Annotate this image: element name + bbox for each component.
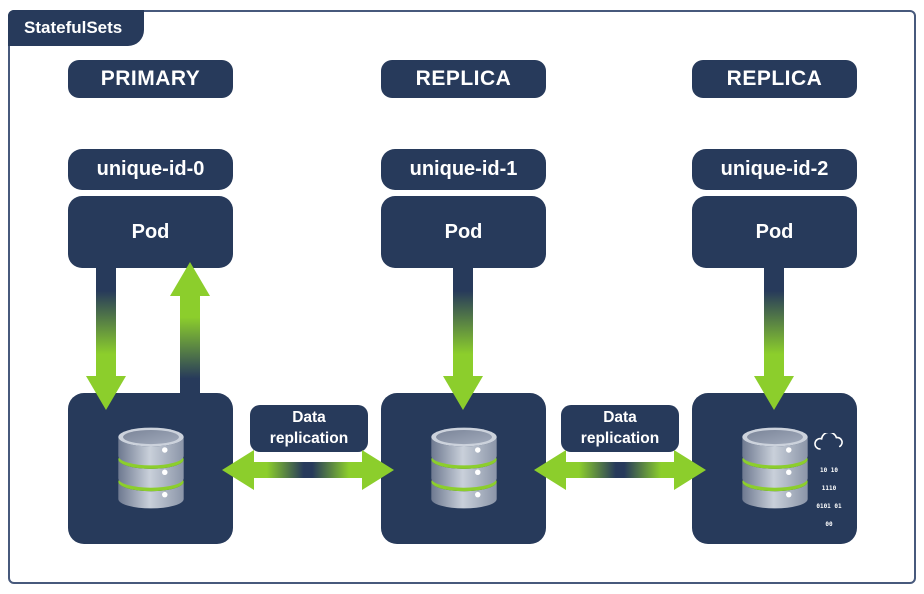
arrow-head-down [86, 376, 126, 410]
arrow-head-up [170, 262, 210, 296]
replication-arrow-2-icon [534, 450, 706, 490]
pod-label: Pod [755, 220, 794, 243]
role-label: REPLICA [415, 67, 512, 90]
database-icon [421, 425, 507, 516]
binary-row: 0101 01 [816, 503, 842, 510]
arrow-head-left [534, 450, 566, 490]
role-badge-primary: PRIMARY [68, 60, 233, 98]
pod-label: Pod [131, 220, 170, 243]
database-box-0 [68, 393, 233, 544]
data-replication-label-2: Data replication [561, 405, 679, 452]
cloud-binary-icon: 10 10 1110 0101 01 00 [808, 431, 850, 540]
arrow-head-right [362, 450, 394, 490]
arrow-bar [566, 462, 674, 478]
database-icon [732, 425, 818, 516]
arrow-shaft [453, 267, 473, 376]
unique-id-label: unique-id-1 [409, 158, 518, 180]
binary-row: 00 [825, 521, 833, 528]
diagram-title: StatefulSets [24, 18, 123, 37]
unique-id-pill-2: unique-id-2 [692, 149, 857, 190]
pod-box-1: Pod [381, 196, 546, 268]
arrow-shaft [764, 267, 784, 376]
unique-id-pill-1: unique-id-1 [381, 149, 546, 190]
arrow-head-left [222, 450, 254, 490]
binary-row: 10 10 [819, 467, 839, 474]
unique-id-label: unique-id-2 [720, 158, 829, 180]
primary-write-arrow-down-icon [86, 267, 126, 410]
pod-box-0: Pod [68, 196, 233, 268]
replication-arrow-1-icon [222, 450, 394, 490]
database-box-1 [381, 393, 546, 544]
database-box-2: 10 10 1110 0101 01 00 [692, 393, 857, 544]
primary-read-arrow-up-icon [170, 262, 210, 402]
replica-1-sync-arrow-down-icon [443, 267, 483, 410]
arrow-head-right [674, 450, 706, 490]
arrow-shaft [96, 267, 116, 376]
binary-row: 1110 [821, 485, 837, 492]
replica-2-sync-arrow-down-icon [754, 267, 794, 410]
role-badge-replica-1: REPLICA [381, 60, 546, 98]
arrow-head-down [754, 376, 794, 410]
arrow-head-down [443, 376, 483, 410]
pod-label: Pod [444, 220, 483, 243]
replication-text: Data replication [269, 409, 349, 447]
arrow-bar [254, 462, 362, 478]
role-label: REPLICA [726, 67, 823, 90]
role-label: PRIMARY [100, 67, 201, 90]
role-badge-replica-2: REPLICA [692, 60, 857, 98]
unique-id-label: unique-id-0 [96, 158, 205, 180]
diagram-title-tab: StatefulSets [8, 10, 145, 46]
replication-text: Data replication [580, 409, 660, 447]
pod-box-2: Pod [692, 196, 857, 268]
unique-id-pill-0: unique-id-0 [68, 149, 233, 190]
data-replication-label-1: Data replication [250, 405, 368, 452]
database-icon [108, 425, 194, 516]
arrow-shaft [180, 296, 200, 402]
